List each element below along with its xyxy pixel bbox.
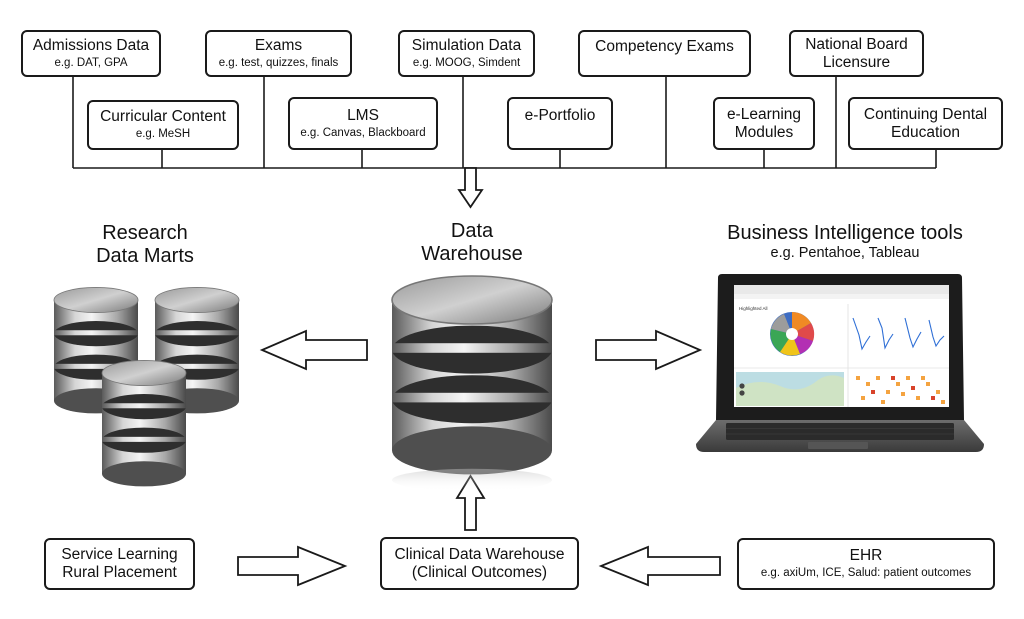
data-warehouse-label: Data Warehouse: [387, 220, 557, 266]
source-title: Curricular Content: [100, 108, 226, 125]
source-connector-lines: [72, 77, 937, 169]
source-example: e.g. DAT, GPA: [54, 56, 128, 69]
source-national-board-licensure: National Board Licensure: [789, 30, 924, 77]
source-title: Simulation Data: [411, 36, 522, 54]
service-learning-box: Service Learning Rural Placement: [44, 538, 195, 590]
source-exams: Exams e.g. test, quizzes, finals: [205, 30, 352, 77]
source-lms: LMS e.g. Canvas, Blackboard: [288, 97, 438, 150]
data-warehouse-label-line1: Data: [450, 220, 494, 242]
source-e-portfolio: e-Portfolio: [507, 97, 613, 150]
bi-tools-label: Business Intelligence tools e.g. Pentaho…: [700, 222, 990, 262]
source-title: National Board: [805, 35, 908, 53]
data-warehouse-label-line2: Warehouse: [421, 243, 523, 265]
source-example: e.g. MOOG, Simdent: [412, 56, 521, 69]
arrow-down-to-warehouse: [457, 167, 484, 209]
source-title: e-Learning: [726, 105, 802, 123]
ehr-box: EHR e.g. axiUm, ICE, Salud: patient outc…: [737, 538, 995, 590]
source-title: LMS: [347, 106, 379, 124]
research-label-line2: Data Marts: [96, 245, 194, 267]
arrow-to-data-marts: [259, 329, 368, 371]
source-simulation-data: Simulation Data e.g. MOOG, Simdent: [398, 30, 535, 77]
bi-tools-examples: e.g. Pentahoe, Tableau: [770, 245, 920, 261]
research-data-marts-label: Research Data Marts: [60, 222, 230, 268]
source-continuing-dental-education: Continuing Dental Education: [848, 97, 1003, 150]
bi-tools-title: Business Intelligence tools: [727, 222, 963, 244]
source-title: Continuing Dental: [863, 105, 988, 123]
arrow-ehr-to-clinical: [598, 545, 721, 587]
source-example: e.g. MeSH: [135, 128, 191, 140]
source-title-line2: Education: [891, 123, 960, 141]
source-title: Admissions Data: [32, 36, 150, 54]
service-line1: Service Learning: [61, 546, 178, 563]
source-e-learning-modules: e-Learning Modules: [713, 97, 815, 150]
laptop-screen-heading: Highlighted All: [739, 306, 768, 311]
source-title-line2: Modules: [734, 123, 794, 141]
data-mart-database-icon: [101, 359, 187, 487]
clinical-data-warehouse-box: Clinical Data Warehouse (Clinical Outcom…: [380, 537, 579, 590]
source-title: Competency Exams: [595, 38, 734, 55]
arrow-to-bi-tools: [595, 329, 703, 371]
data-warehouse-database-icon: [391, 275, 553, 492]
ehr-examples: e.g. axiUm, ICE, Salud: patient outcomes: [760, 567, 972, 579]
source-competency-exams: Competency Exams: [578, 30, 751, 77]
service-line2: Rural Placement: [62, 564, 177, 581]
source-title: e-Portfolio: [524, 107, 596, 124]
clinical-line2: (Clinical Outcomes): [411, 563, 548, 581]
source-title-line2: Licensure: [822, 53, 891, 71]
clinical-line1: Clinical Data Warehouse: [394, 545, 565, 563]
source-example: e.g. Canvas, Blackboard: [300, 126, 426, 139]
laptop-icon: Highlighted All: [696, 274, 984, 452]
source-admissions-data: Admissions Data e.g. DAT, GPA: [21, 30, 161, 77]
research-label-line1: Research: [102, 222, 188, 244]
source-example: e.g. test, quizzes, finals: [218, 56, 339, 69]
arrow-service-to-clinical: [237, 545, 348, 587]
ehr-title: EHR: [849, 547, 883, 564]
source-curricular-content: Curricular Content e.g. MeSH: [87, 100, 239, 150]
source-title: Exams: [254, 36, 303, 54]
